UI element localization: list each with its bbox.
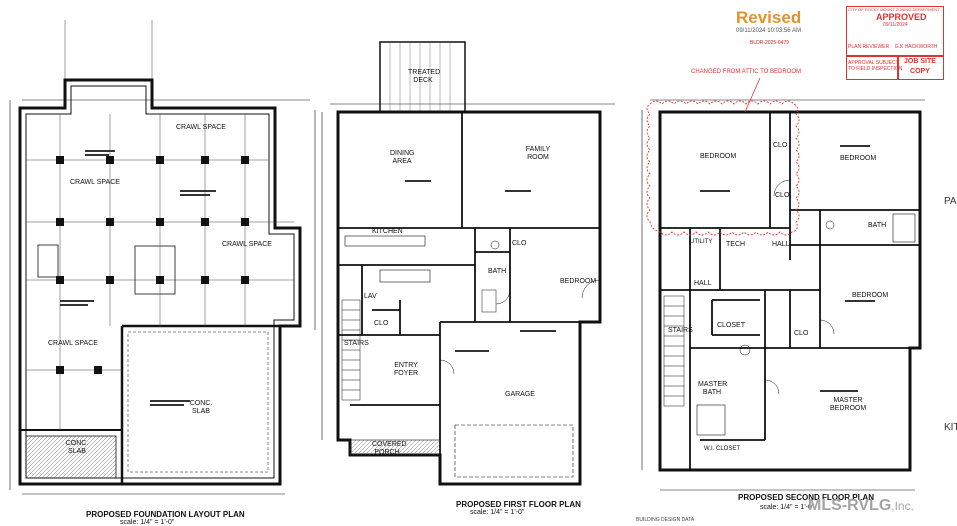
- room-clo-second-2: CLO: [775, 192, 790, 199]
- subject-stamp-box: [846, 56, 898, 80]
- revision-cloud: [646, 100, 800, 236]
- room-garage: GARAGE: [505, 391, 535, 398]
- foundation-plan-title: PROPOSED FOUNDATION LAYOUT PLAN: [86, 510, 245, 519]
- room-kitchen: KITCHEN: [372, 228, 403, 235]
- revision-note: CHANGED FROM ATTIC TO BEDROOM: [691, 69, 802, 75]
- room-stairs-first: STAIRS: [344, 340, 369, 347]
- approval-subject-line2: TO FIELD INSPECTION: [848, 66, 903, 72]
- foundation-plan-drawing: [9, 20, 316, 495]
- edge-label-bottom: KIT: [944, 422, 957, 433]
- room-crawl-space-4: CRAWL SPACE: [48, 340, 98, 347]
- room-bedroom-1: BEDROOM: [700, 153, 737, 160]
- watermark-main: MLS-RVLG: [808, 497, 892, 514]
- job-site-line2: COPY: [910, 68, 930, 75]
- room-clo-2: CLO: [374, 320, 389, 327]
- room-master-bedroom: MASTER BEDROOM: [830, 397, 867, 412]
- second-floor-plan-drawing: [641, 77, 925, 491]
- watermark-suffix: ,Inc.: [891, 499, 914, 513]
- plan-reviewer: PLAN REVIEWER G.K HACKWORTH: [848, 44, 937, 50]
- annotation-noise: [60, 145, 875, 406]
- room-conc-slab-2: CONC. SLAB: [65, 440, 89, 455]
- job-site-stamp-box: [898, 56, 944, 80]
- room-closet: CLOSET: [717, 322, 746, 329]
- room-bath: BATH: [488, 268, 507, 275]
- room-bedroom-2: BEDROOM: [840, 155, 877, 162]
- second-floor-plan-title: PROPOSED SECOND FLOOR PLAN: [738, 493, 875, 502]
- approval-subject-line1: APPROVAL SUBJECT: [848, 60, 899, 66]
- revised-datetime: 09/11/2024 10:03:56 AM: [736, 28, 801, 34]
- room-clo-second-3: CLO: [794, 330, 809, 337]
- watermark: MLS-RVLG,Inc.: [808, 497, 914, 515]
- approval-subject: APPROVAL SUBJECT TO FIELD INSPECTION: [848, 60, 902, 72]
- room-tech: TECH: [726, 241, 746, 248]
- first-floor-plan-title: PROPOSED FIRST FLOOR PLAN: [456, 500, 581, 509]
- room-crawl-space-1: CRAWL SPACE: [176, 124, 226, 131]
- revised-stamp: Revised: [736, 8, 802, 27]
- second-floor-plan-scale: scale: 1/4" = 1'-0": [760, 504, 815, 511]
- first-floor-outer-wall: [336, 110, 602, 486]
- room-clo-second-1: CLO: [773, 142, 788, 149]
- foundation-outer-wall: [18, 78, 302, 486]
- job-site-line1: JOB SITE: [904, 58, 936, 65]
- room-stairs-second: STAIRS: [668, 327, 693, 334]
- approval-date: 09/11/2024: [883, 22, 908, 28]
- room-utility: UTILITY: [690, 239, 713, 245]
- first-floor-plan-scale: scale: 1/4" = 1'-0": [470, 509, 525, 516]
- edge-label-top: PA: [944, 196, 957, 207]
- room-hall-1: HALL: [772, 241, 790, 248]
- plan-reviewer-name: G.K HACKWORTH: [894, 44, 938, 50]
- approval-header: CITY OF ROCKY MOUNT ZONING DEPARTMENT: [848, 7, 940, 12]
- room-lav: LAV: [364, 293, 377, 300]
- room-bedroom-3: BEDROOM: [852, 292, 889, 299]
- room-covered-porch: COVERED PORCH: [372, 441, 407, 456]
- room-master-bath: MASTER BATH: [698, 381, 728, 396]
- room-crawl-space-3: CRAWL SPACE: [222, 241, 272, 248]
- building-number: BLDR-2025-0479: [750, 40, 789, 46]
- room-bedroom-first: BEDROOM: [560, 278, 597, 285]
- room-family-room: FAMILY ROOM: [525, 146, 551, 161]
- approval-status: APPROVED: [876, 12, 927, 22]
- room-treated-deck: TREATED DECK: [408, 69, 441, 84]
- plan-reviewer-label: PLAN REVIEWER: [848, 44, 890, 50]
- room-clo-1: CLO: [512, 240, 527, 247]
- room-wi-closet: W.I. CLOSET: [704, 446, 741, 452]
- first-floor-plan-drawing: [321, 41, 615, 486]
- room-dining-area: DINING AREA: [390, 150, 415, 165]
- job-site-copy: JOB SITE COPY: [904, 57, 936, 77]
- room-conc-slab-1: CONC. SLAB: [189, 400, 213, 415]
- room-hall-2: HALL: [694, 280, 712, 287]
- room-bath-second: BATH: [868, 222, 887, 229]
- approval-stamp-box: [846, 6, 944, 56]
- room-crawl-space-2: CRAWL SPACE: [70, 179, 120, 186]
- room-entry-foyer: ENTRY FOYER: [394, 362, 419, 377]
- bottom-note-a: BUILDING DESIGN DATA: [636, 517, 695, 523]
